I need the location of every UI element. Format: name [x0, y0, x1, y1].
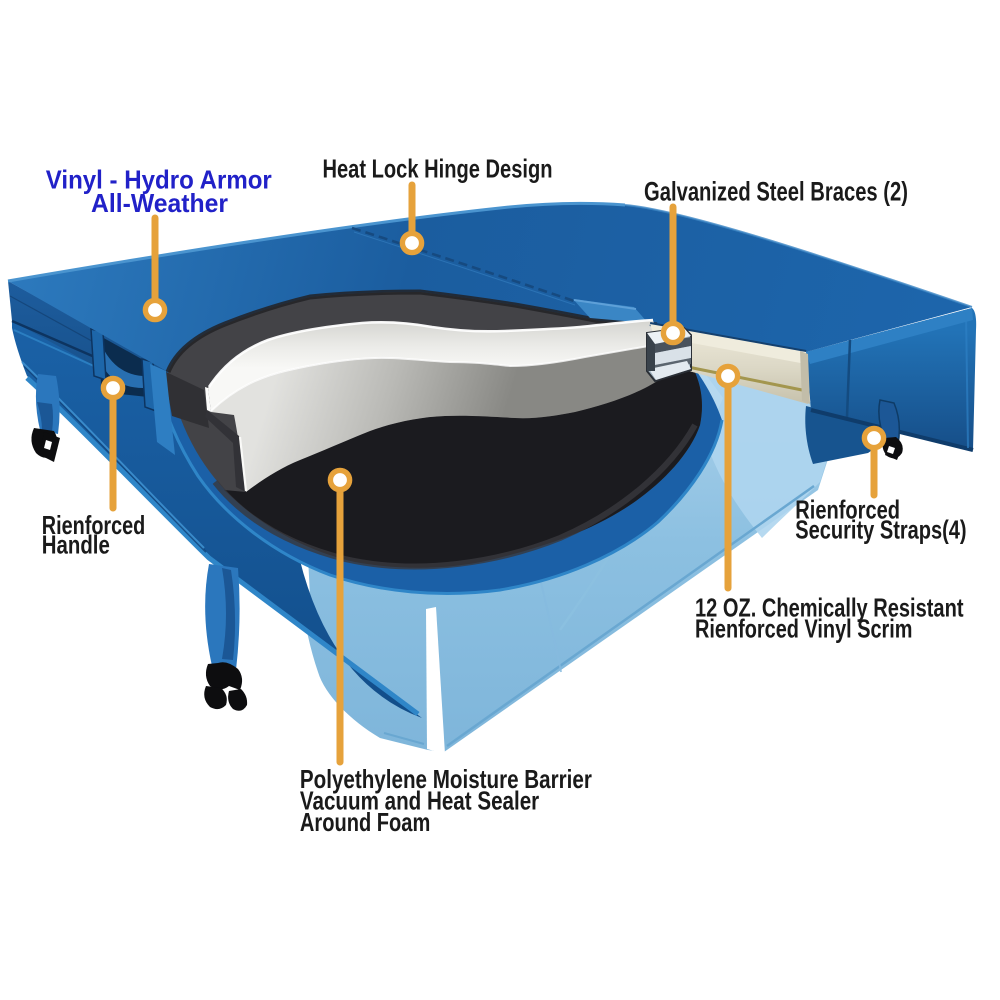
svg-text:Security Straps(4): Security Straps(4): [795, 515, 966, 545]
svg-text:Polyethylene Moisture Barrier: Polyethylene Moisture Barrier: [300, 764, 592, 794]
svg-text:12 OZ. Chemically Resistant: 12 OZ. Chemically Resistant: [695, 593, 964, 623]
svg-text:Rienforced: Rienforced: [42, 510, 146, 540]
svg-text:Rienforced: Rienforced: [795, 495, 900, 525]
svg-text:Handle: Handle: [42, 530, 110, 560]
svg-text:Around Foam: Around Foam: [300, 807, 430, 837]
svg-text:Heat Lock Hinge Design: Heat Lock Hinge Design: [323, 153, 553, 183]
svg-text:Vinyl - Hydro Armor: Vinyl - Hydro Armor: [46, 165, 272, 195]
svg-text:Vacuum and Heat Sealer: Vacuum and Heat Sealer: [300, 785, 539, 815]
svg-text:Rienforced Vinyl Scrim: Rienforced Vinyl Scrim: [695, 614, 913, 644]
svg-text:All-Weather: All-Weather: [91, 188, 228, 218]
svg-text:Galvanized Steel Braces (2): Galvanized Steel Braces (2): [644, 176, 908, 206]
